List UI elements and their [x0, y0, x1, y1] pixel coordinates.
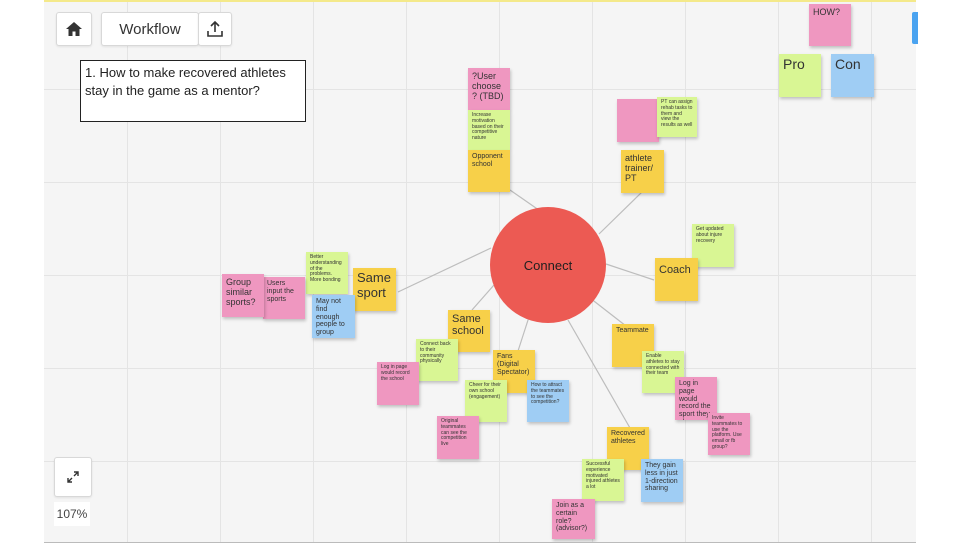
note-original-teammates[interactable]: Original teammates can see the competiti… [437, 416, 479, 459]
note-group-similar[interactable]: Group similar sports? [222, 274, 264, 317]
side-panel-tab[interactable] [912, 12, 918, 44]
connector-athlete-trainer [598, 191, 643, 235]
note-successful-experience[interactable]: Successful experience motivated injured … [582, 459, 624, 501]
note-opponent-school[interactable]: Opponent school [468, 150, 510, 192]
pro-note[interactable]: Pro [779, 54, 821, 97]
note-pt-assign[interactable]: PT can assign rehab tasks to them and vi… [657, 97, 697, 137]
note-increase-motivation[interactable]: Increase motivation based on their compe… [468, 110, 510, 150]
note-pt-blank[interactable] [617, 99, 659, 142]
connector-same-sport [397, 247, 492, 293]
connect-hub-circle[interactable]: Connect [490, 207, 606, 323]
note-join-role[interactable]: Join as a certain role? (advisor?) [552, 499, 595, 539]
note-cheer[interactable]: Cheer for their own school (engagement) [465, 380, 507, 422]
note-users-input[interactable]: Users input the sports [263, 277, 305, 319]
share-button[interactable] [198, 12, 232, 46]
note-login-sport[interactable]: Log in page would record the sport they … [675, 377, 717, 420]
board-name: Workflow [119, 20, 181, 38]
zoom-level[interactable]: 107% [54, 502, 90, 526]
connector-lines [397, 189, 655, 429]
connector-fans [517, 316, 530, 352]
note-may-not[interactable]: May not find enough people to group [312, 295, 355, 338]
connector-coach [605, 263, 655, 281]
note-get-updated[interactable]: Get updated about injure recovery [692, 224, 734, 267]
home-icon [65, 21, 83, 37]
how-note[interactable]: HOW? [809, 4, 851, 46]
expand-arrows-icon [65, 469, 81, 485]
note-gain-less[interactable]: They gain less in just 1-direction shari… [641, 459, 683, 502]
board-name-button[interactable]: Workflow [101, 12, 199, 46]
hub-label: Connect [523, 257, 573, 273]
note-athlete-trainer[interactable]: athlete trainer/ PT [621, 150, 664, 193]
con-note[interactable]: Con [831, 54, 874, 97]
home-button[interactable] [56, 12, 92, 46]
note-enable-athletes[interactable]: Enable athletes to stay connected with t… [642, 351, 684, 393]
note-invite-teammates[interactable]: Invite teammates to use the platform. Us… [708, 413, 750, 455]
whiteboard-canvas[interactable]: Workflow 107% 1. How to make recovered a… [44, 0, 916, 543]
share-upload-icon [206, 20, 224, 38]
note-connect-back[interactable]: Connect back to their community physical… [416, 339, 458, 381]
connector-same-school [471, 284, 495, 311]
connector-recovered-athletes [567, 319, 631, 429]
note-user-choose[interactable]: ?User choose? (TBD) [468, 68, 510, 110]
note-coach[interactable]: Coach [655, 258, 698, 301]
note-same-sport[interactable]: Same sport [353, 268, 396, 311]
note-login-school[interactable]: Log in page would record the school [377, 362, 419, 405]
note-how-attract[interactable]: How to attract the teammates to see the … [527, 380, 569, 422]
connector-teammate [589, 297, 627, 327]
note-better-understanding[interactable]: Better understanding of the problems. Mo… [306, 252, 348, 294]
question-text-box[interactable]: 1. How to make recovered athletes stay i… [80, 60, 306, 122]
fit-to-screen-button[interactable] [54, 457, 92, 497]
